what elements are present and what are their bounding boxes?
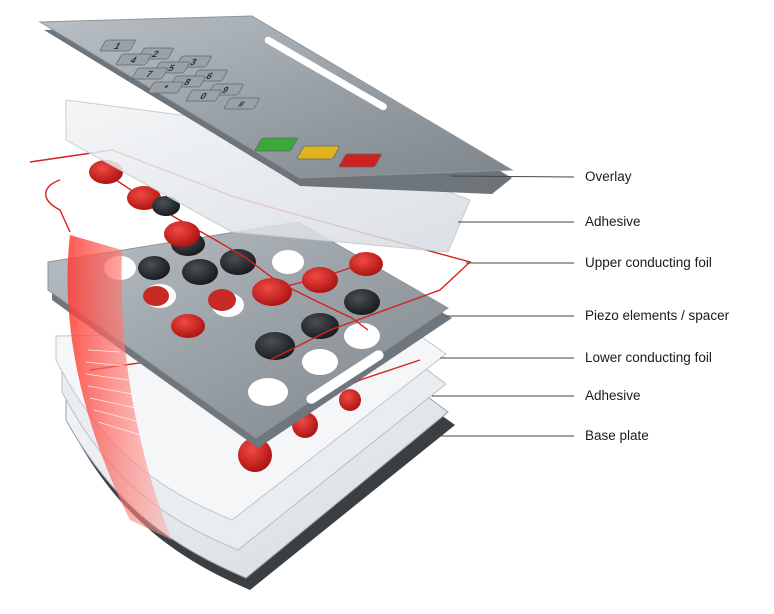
keypad-key-label: 3 <box>188 58 199 68</box>
keypad-key-label: 2 <box>150 50 161 60</box>
leader-lines <box>420 175 575 437</box>
spacer-hole <box>248 378 288 406</box>
piezo-spacer-layer <box>47 221 452 448</box>
keypad-key: 1 <box>100 39 136 52</box>
overlay-layer: 1 2 3 4 5 6 7 8 9 * 0 # <box>38 15 514 194</box>
upper-foil-dot <box>152 196 180 216</box>
upper-foil-dot <box>252 278 292 306</box>
spacer-hole <box>272 250 304 274</box>
piezo-disc <box>143 286 169 306</box>
yellow-key <box>296 145 340 160</box>
flex-tail-ribbon <box>67 235 172 540</box>
piezo-disc <box>138 256 170 280</box>
keypad-key-label: 0 <box>198 92 209 102</box>
upper-foil-dot <box>302 267 338 293</box>
piezo-disc <box>301 313 339 339</box>
label-adhesive-bottom: Adhesive <box>585 388 641 403</box>
keypad-key-label: 8 <box>182 78 193 88</box>
flex-tail <box>67 235 172 540</box>
keypad-key-label: 6 <box>204 72 215 82</box>
keypad-key-label: 4 <box>128 56 139 66</box>
piezo-disc <box>344 289 380 315</box>
keypad-key: 4 <box>116 53 152 66</box>
piezo-disc <box>208 289 236 311</box>
keypad-key: * <box>148 81 184 94</box>
red-key <box>338 153 382 168</box>
piezo-disc <box>182 259 218 285</box>
spacer-hole <box>344 323 380 349</box>
label-upper-conducting-foil: Upper conducting foil <box>585 255 712 270</box>
keypad-key-label: 1 <box>112 42 123 52</box>
keypad-key-label: 7 <box>144 70 155 80</box>
keypad-key-label: # <box>236 100 247 110</box>
label-adhesive-top: Adhesive <box>585 214 641 229</box>
keypad-key: # <box>224 97 260 110</box>
spacer-slot <box>306 350 384 404</box>
green-key <box>254 137 298 152</box>
flex-tail-traces <box>85 349 145 437</box>
label-lower-conducting-foil: Lower conducting foil <box>585 350 712 365</box>
label-piezo-spacer: Piezo elements / spacer <box>585 308 730 323</box>
keypad-key-label: 5 <box>166 64 177 74</box>
lower-foil-dot <box>339 389 361 411</box>
spacer-hole <box>302 349 338 375</box>
keypad-key: 0 <box>186 89 222 102</box>
overlay-slot <box>264 36 387 111</box>
upper-foil-dot <box>164 221 200 247</box>
lower-foil-dot <box>238 438 272 472</box>
upper-foil-dot <box>349 252 383 276</box>
keypad-key-label: 9 <box>220 86 231 96</box>
piezo-disc <box>171 314 205 338</box>
leader-line-overlay <box>449 175 575 178</box>
label-base-plate: Base plate <box>585 428 649 443</box>
piezo-disc <box>220 249 256 275</box>
keypad-key-label: * <box>160 84 170 94</box>
keypad: 1 2 3 4 5 6 7 8 9 * 0 # <box>100 39 260 110</box>
piezo-disc <box>255 332 295 360</box>
label-overlay: Overlay <box>585 169 632 184</box>
function-keys <box>254 137 382 168</box>
keypad-key: 7 <box>132 67 168 80</box>
